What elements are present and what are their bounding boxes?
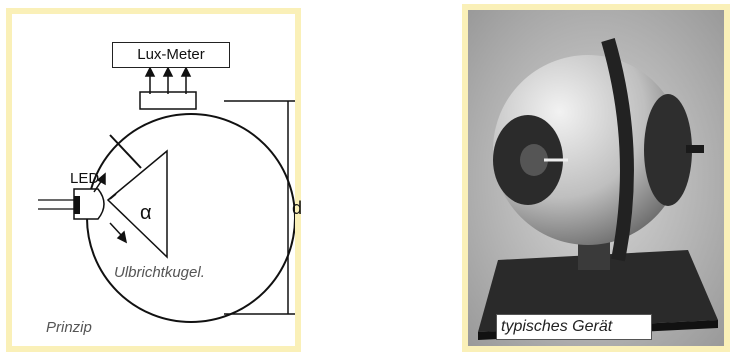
sphere-label: Ulbrichtkugel. [114,264,205,281]
signal-arrows [146,68,190,94]
led-label: LED [70,170,99,187]
baffle [110,135,141,168]
cone-triangle [108,151,167,257]
device-photo [468,10,724,346]
diameter-dimension [224,101,295,314]
detector-port [140,92,196,109]
led-chip [74,196,80,214]
device-panel: typisches Gerät [462,4,730,352]
lux-meter-box: Lux-Meter [112,42,230,68]
principle-panel: Lux-Meter LED α d Ulbrichtkugel. Prinzip [6,8,301,352]
device-caption: typisches Gerät [496,314,652,340]
right-port-cover [644,94,692,206]
right-port-screw [686,145,704,153]
principle-caption: Prinzip [46,319,92,336]
left-port-knob [520,144,548,176]
diameter-label: d [292,198,302,219]
sphere-outline [87,114,295,322]
angle-label: α [140,202,152,225]
